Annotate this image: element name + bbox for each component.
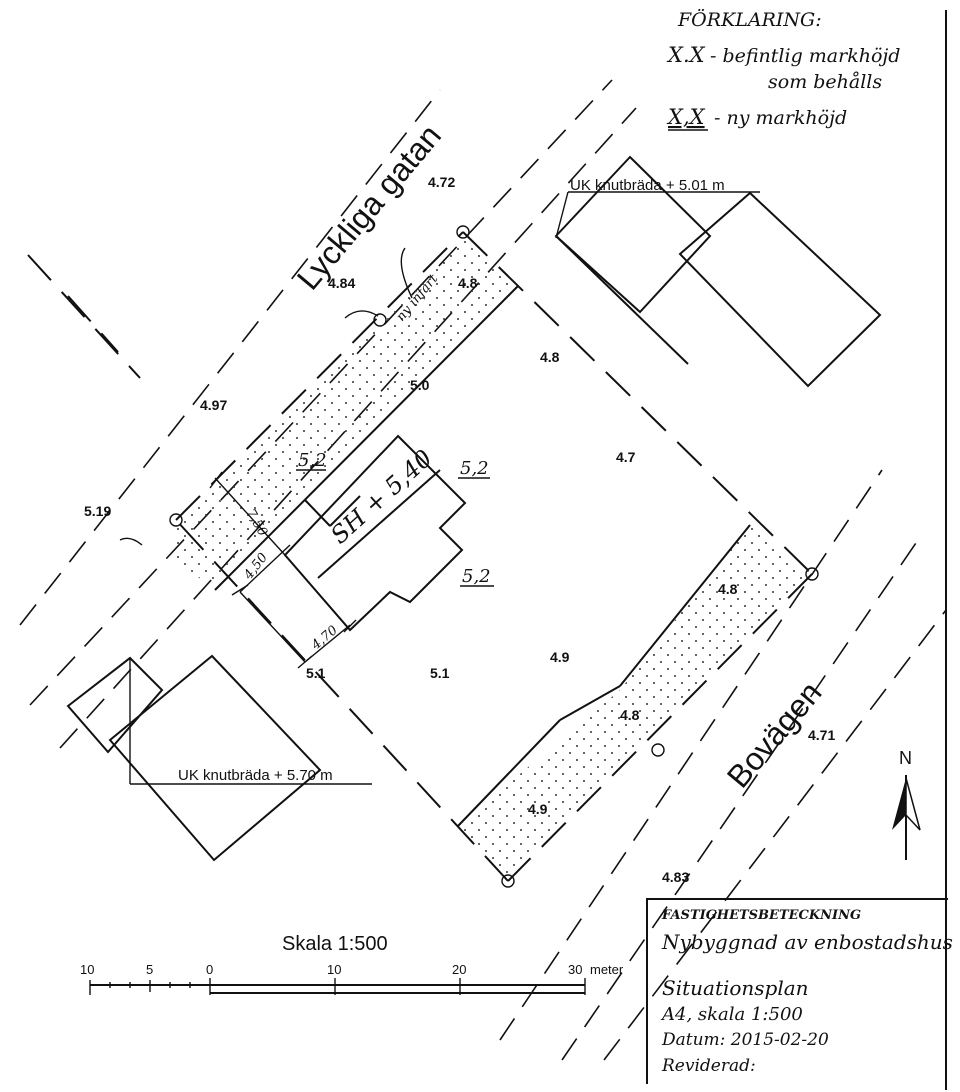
scale-label: 5 bbox=[146, 962, 153, 977]
height-label: 4.97 bbox=[200, 397, 227, 413]
height-label: 4.83 bbox=[662, 869, 689, 885]
height-label: 4.7 bbox=[616, 449, 636, 465]
legend-existing-code: X.X bbox=[666, 43, 706, 67]
legend: FÖRKLARING: X.X - befintlig markhöjd som… bbox=[666, 8, 900, 131]
scale-label: 20 bbox=[452, 962, 466, 977]
dimension-lines bbox=[209, 471, 357, 669]
new-height-label: 5,2 bbox=[460, 458, 489, 479]
height-label: 4.8 bbox=[718, 581, 738, 597]
scale-label: 30 bbox=[568, 962, 582, 977]
height-label: 5.0 bbox=[410, 377, 430, 393]
height-label: 5.1 bbox=[306, 665, 326, 681]
height-label: 4.72 bbox=[428, 174, 455, 190]
height-label: 4.84 bbox=[328, 275, 355, 291]
scale-label: 10 bbox=[80, 962, 94, 977]
legend-new-text: - ny markhöjd bbox=[714, 107, 847, 129]
title-block-date: Datum: 2015-02-20 bbox=[662, 1030, 829, 1050]
legend-existing-text-1: - befintlig markhöjd bbox=[710, 45, 900, 67]
legend-new-code: X,X bbox=[666, 105, 706, 129]
scale-bar-graphic bbox=[89, 978, 586, 995]
scale-label: 0 bbox=[206, 962, 213, 977]
height-label: 5.1 bbox=[430, 665, 450, 681]
new-heights: 5,2 5,2 5,2 bbox=[296, 450, 494, 587]
neighbour-building-sw bbox=[66, 654, 372, 862]
house-footprint bbox=[283, 434, 467, 632]
title-block-revised: Reviderad: bbox=[662, 1056, 756, 1076]
title-block-heading: FASTIGHETSBETECKNING bbox=[662, 908, 862, 923]
north-label: N bbox=[899, 748, 912, 768]
scale-label: 10 bbox=[327, 962, 341, 977]
new-height-label: 5,2 bbox=[298, 450, 327, 471]
scale-unit: meter bbox=[590, 962, 624, 977]
legend-heading: FÖRKLARING: bbox=[677, 8, 822, 31]
neighbour-building-ne bbox=[554, 155, 882, 388]
street-lyckliga-gatan bbox=[19, 79, 637, 749]
title-block: FASTIGHETSBETECKNING Nybyggnad av enbost… bbox=[646, 898, 953, 1084]
title-block-project: Nybyggnad av enbostadshus bbox=[662, 930, 953, 954]
north-arrow bbox=[892, 775, 921, 860]
legend-existing-text-2: som behålls bbox=[768, 71, 882, 93]
dotted-zones bbox=[176, 232, 812, 881]
height-label: 4.9 bbox=[528, 801, 548, 817]
height-label: 4.9 bbox=[550, 649, 570, 665]
uk-lower-label: UK knutbräda + 5.70 m bbox=[178, 767, 333, 784]
title-block-drawing: Situationsplan bbox=[662, 976, 809, 1000]
existing-heights: 4.72 4.84 4.8 4.8 5.0 4.97 4.7 5.19 4.8 … bbox=[84, 174, 835, 885]
dimension-label: 4,70 bbox=[308, 623, 341, 654]
scale-labels: 10 5 0 10 20 30 meter bbox=[80, 962, 624, 977]
height-label: 4.71 bbox=[808, 727, 835, 743]
scale-title: Skala 1:500 bbox=[282, 933, 388, 955]
height-label: 5.19 bbox=[84, 503, 111, 519]
height-label: 4.8 bbox=[620, 707, 640, 723]
height-label: 4.8 bbox=[540, 349, 560, 365]
uk-upper-label: UK knutbräda + 5.01 m bbox=[570, 177, 725, 194]
height-label: 4.8 bbox=[458, 275, 478, 291]
new-height-label: 5,2 bbox=[462, 566, 491, 587]
entrance-curves bbox=[119, 247, 413, 546]
title-block-format: A4, skala 1:500 bbox=[662, 1004, 803, 1025]
street-bovagen bbox=[499, 469, 947, 1061]
